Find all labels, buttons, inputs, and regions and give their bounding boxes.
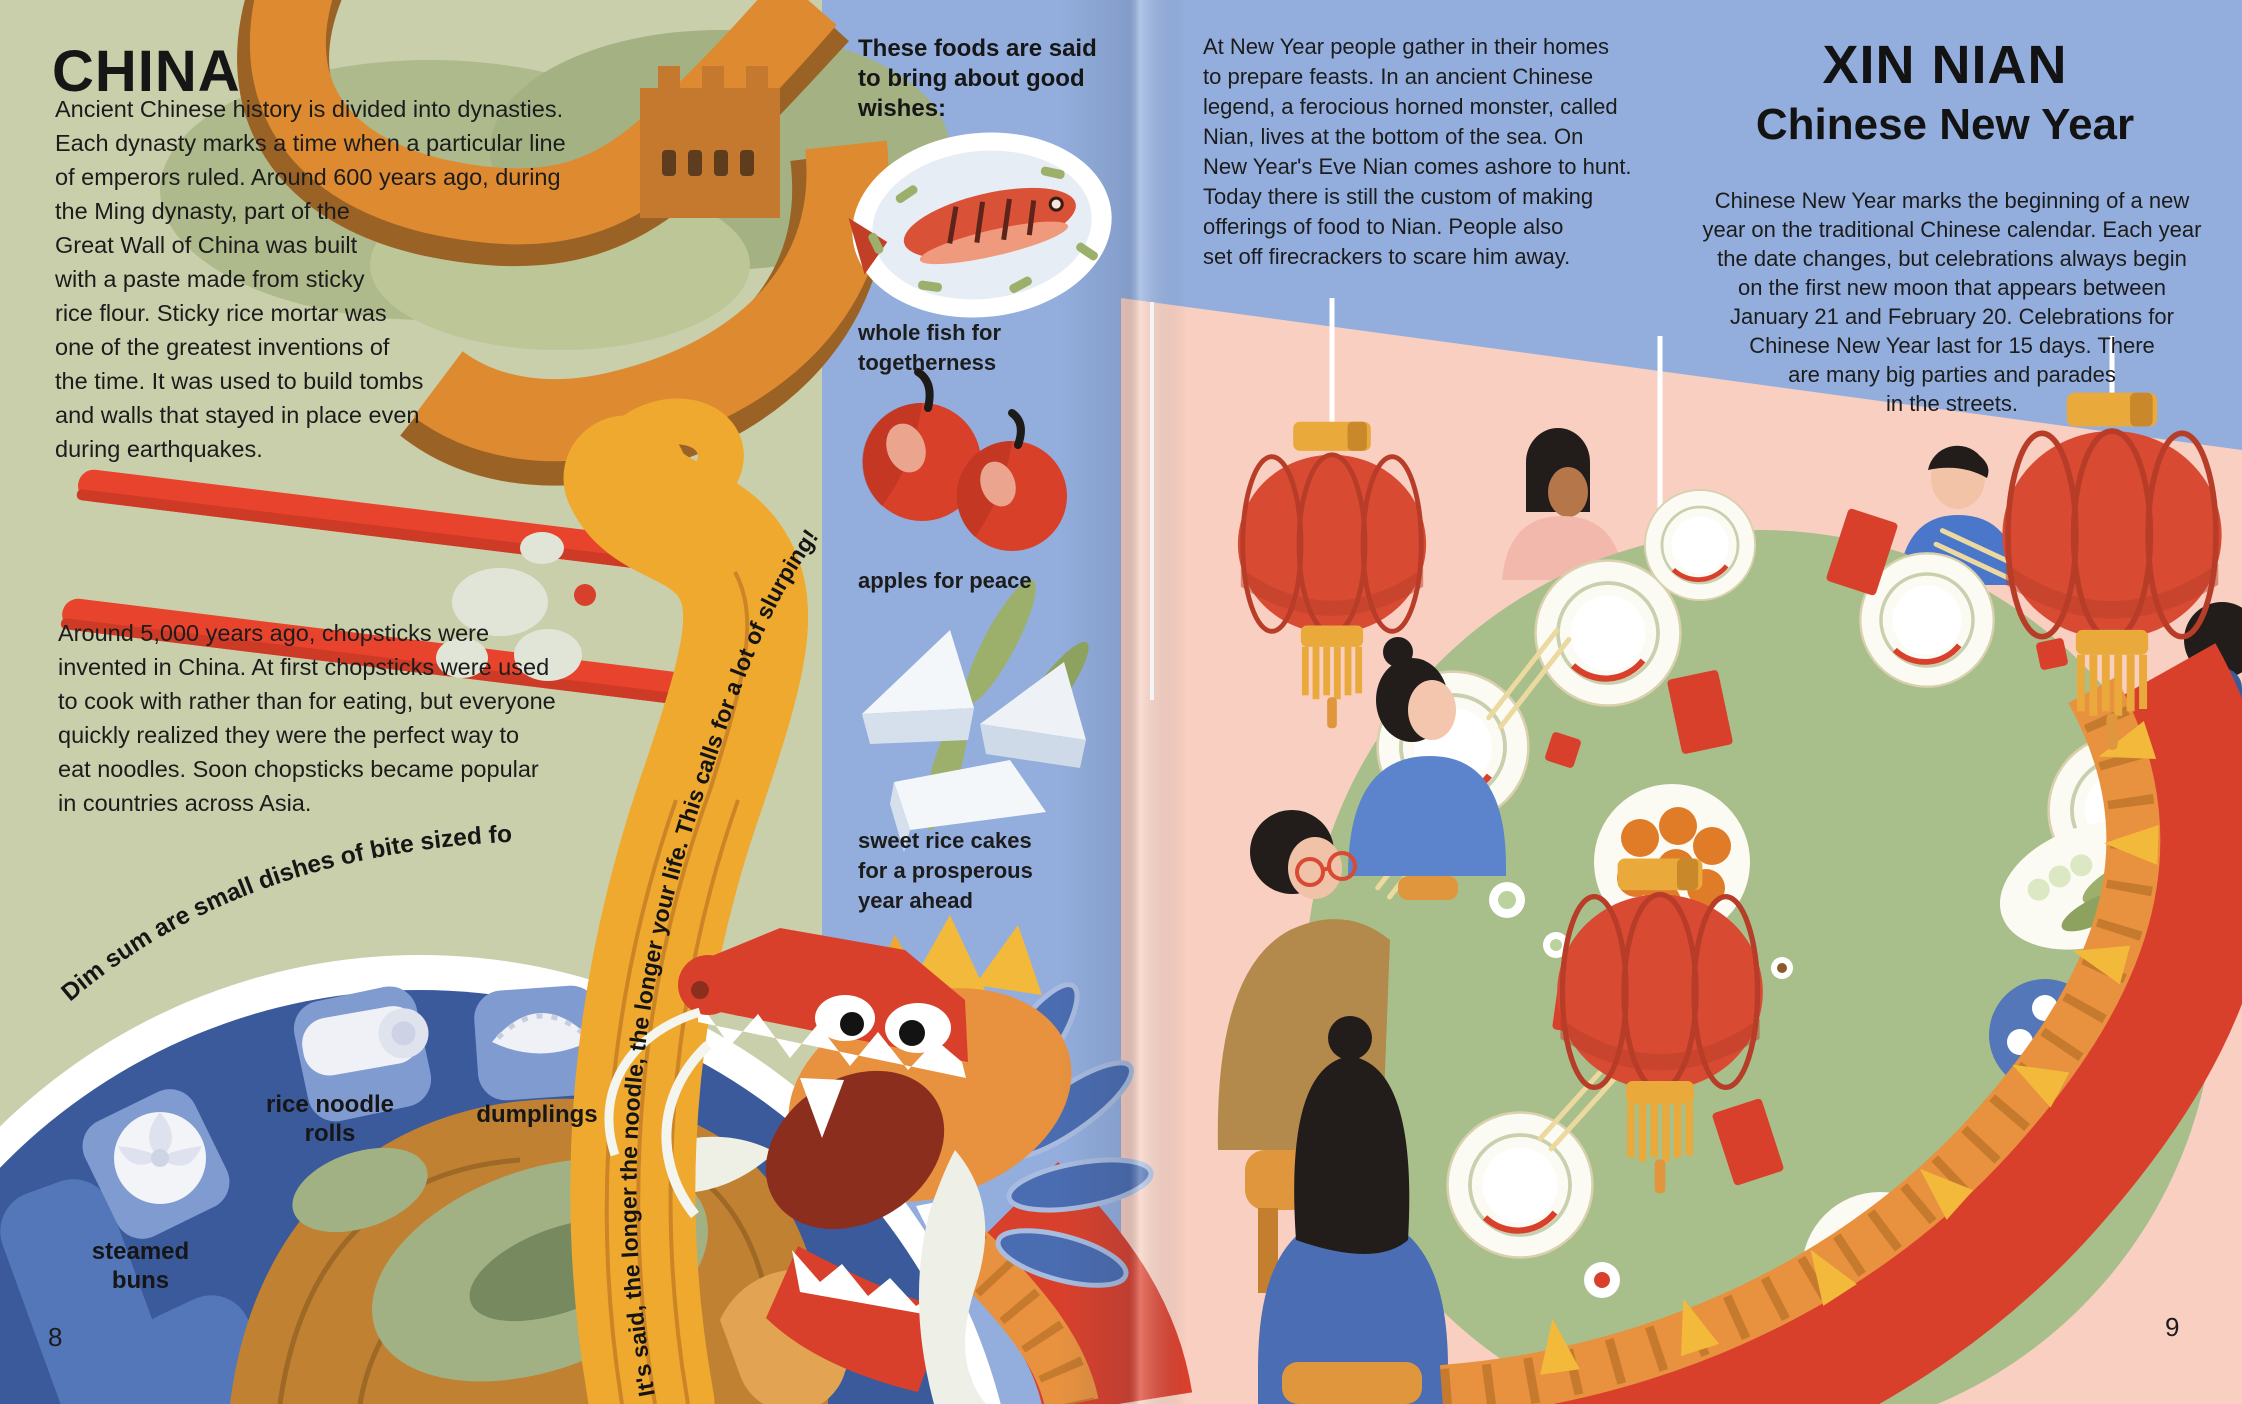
- rice-noodle-roll-icon: [302, 1006, 429, 1076]
- dragon-head-illustration: [604, 915, 1193, 1404]
- new-year-scene: [1150, 298, 2242, 1404]
- noodle-illustration: [436, 398, 809, 1404]
- person-blue-sweater: [1348, 637, 1506, 900]
- right-page-title: XIN NIAN: [1822, 35, 2068, 95]
- foods-column-heading: These foods are said to bring about good…: [858, 35, 1097, 122]
- calendar-paragraph: Chinese New Year marks the beginning of …: [1702, 188, 2202, 416]
- label-steamed-buns: steamed buns: [91, 1238, 190, 1294]
- whole-fish-plate-icon: [848, 132, 1112, 318]
- right-page-subtitle: Chinese New Year: [1755, 100, 2135, 149]
- right-page-heading: XIN NIAN Chinese New Year: [1660, 34, 2230, 150]
- left-page-number: 8: [48, 1322, 63, 1352]
- left-page-title: CHINA: [52, 39, 241, 104]
- dumpling-icon: [492, 1012, 592, 1054]
- dragon-body-illustration: [1439, 643, 2242, 1404]
- label-apples: apples for peace: [858, 568, 1032, 593]
- apples-icon: [862, 368, 1067, 551]
- right-intro-paragraph: At New Year people gather in their homes…: [1203, 34, 1632, 269]
- label-dumplings: dumplings: [476, 1101, 598, 1128]
- label-rice-cakes: sweet rice cakes for a prosperous year a…: [858, 828, 1033, 913]
- steamed-bun-icon: [114, 1112, 206, 1204]
- label-whole-fish: whole fish for togetherness: [858, 320, 1001, 375]
- label-rice-noodle-rolls: rice noodle rolls: [265, 1091, 395, 1147]
- left-intro-paragraph: Ancient Chinese history is divided into …: [55, 96, 566, 462]
- person-back-view: [1258, 1016, 1448, 1404]
- rice-cakes-icon: [862, 579, 1089, 852]
- right-page-number: 9: [2165, 1312, 2180, 1342]
- chopsticks-paragraph: Around 5,000 years ago, chopsticks were …: [58, 620, 556, 816]
